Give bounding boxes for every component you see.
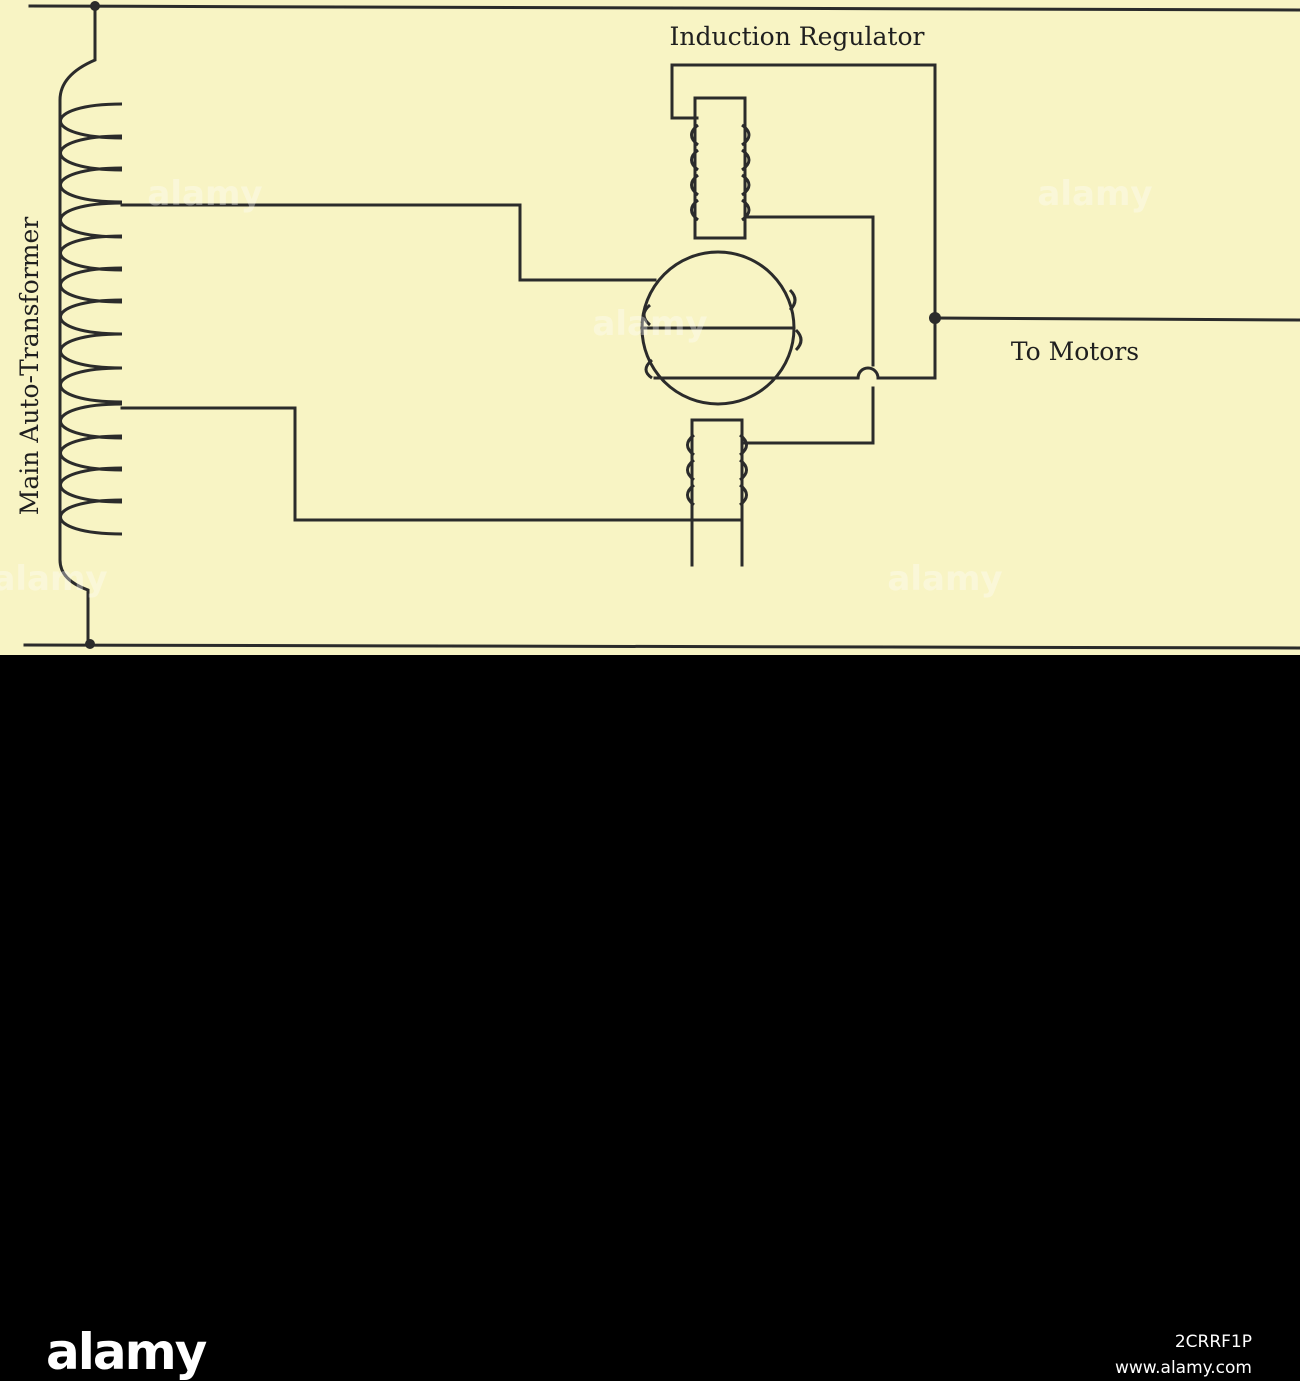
watermark-text: alamy <box>887 559 1002 599</box>
coil-loop <box>59 402 123 440</box>
upper-tap-wire <box>120 203 657 282</box>
coil-loop <box>59 298 123 336</box>
upper-regulator-coil <box>670 63 937 367</box>
output-junction-dot <box>929 312 941 324</box>
alamy-logo: alamy <box>46 1323 207 1381</box>
stock-footer-bar: alamy 2CRRF1P www.alamy.com <box>0 655 1300 1381</box>
coil-loop <box>59 466 123 504</box>
auto-transformer-coil <box>58 4 123 646</box>
lower-tap-wire <box>120 406 692 522</box>
watermark-text: alamy <box>1037 174 1152 214</box>
coil-loop <box>59 498 123 536</box>
watermark-text: alamy <box>0 559 108 599</box>
coil-loop <box>59 201 123 239</box>
circuit-diagram: Induction Regulator To Motors Main Auto-… <box>0 1 1300 650</box>
circuit-diagram-panel: Induction Regulator To Motors Main Auto-… <box>0 0 1300 655</box>
regulator-rotor <box>640 250 937 406</box>
bottom-supply-line <box>23 643 1300 650</box>
coil-loop <box>59 366 123 404</box>
coil-loop <box>59 102 123 140</box>
coil-loop <box>59 166 123 204</box>
coil-loop <box>59 234 123 272</box>
watermark-text: alamy <box>592 304 707 344</box>
image-id-text: 2CRRF1P <box>1174 1332 1252 1352</box>
induction-regulator-label: Induction Regulator <box>670 22 925 51</box>
site-url-text: www.alamy.com <box>1114 1358 1252 1378</box>
lower-regulator-coil <box>686 386 875 567</box>
coil-loop <box>59 266 123 304</box>
top-supply-line <box>28 4 1300 12</box>
coil-loop <box>59 134 123 172</box>
watermark-text: alamy <box>147 174 262 214</box>
coil-loop <box>59 332 123 370</box>
to-motors-label: To Motors <box>1011 337 1139 366</box>
main-auto-transformer-label: Main Auto-Transformer <box>15 217 44 516</box>
output-to-motors-line <box>933 316 1300 322</box>
coil-loop <box>59 434 123 472</box>
